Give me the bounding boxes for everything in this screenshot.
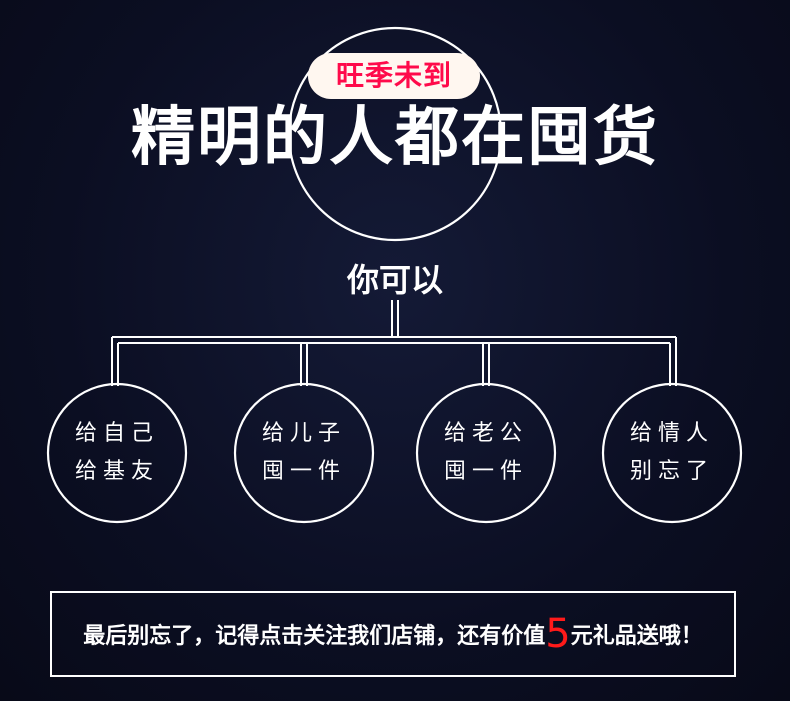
option-3-line1: 给老公 [443,421,528,446]
footer-highlight-number: 5 [545,611,571,657]
option-1-line2: 给基友 [74,459,159,484]
footer-frame [50,591,736,677]
option-3-line2: 囤一件 [443,459,528,484]
option-1-line1: 给自己 [74,421,159,446]
option-circle-1 [46,382,188,524]
option-circle-2 [233,382,375,524]
option-4-line1: 给情人 [629,421,714,446]
season-tag: 旺季未到 [308,53,480,99]
option-text-4: 给情人 别忘了 [602,415,742,491]
option-2-line2: 囤一件 [261,459,346,484]
footer-text-after: 元礼品送哦！ [570,624,703,649]
footer-text-before: 最后别忘了，记得点击关注我们店铺，还有价值 [83,624,546,649]
option-circle-3 [415,382,557,524]
option-2-line1: 给儿子 [261,421,346,446]
option-text-1: 给自己 给基友 [47,415,187,491]
option-circle-4 [601,382,743,524]
top-circle [287,26,503,242]
option-4-line2: 别忘了 [629,459,714,484]
option-text-2: 给儿子 囤一件 [234,415,374,491]
footer-message: 最后别忘了，记得点击关注我们店铺，还有价值5元礼品送哦！ [50,591,736,677]
sub-heading: 你可以 [346,261,443,299]
main-headline: 精明的人都在囤货 [131,101,659,175]
option-text-3: 给老公 囤一件 [416,415,556,491]
